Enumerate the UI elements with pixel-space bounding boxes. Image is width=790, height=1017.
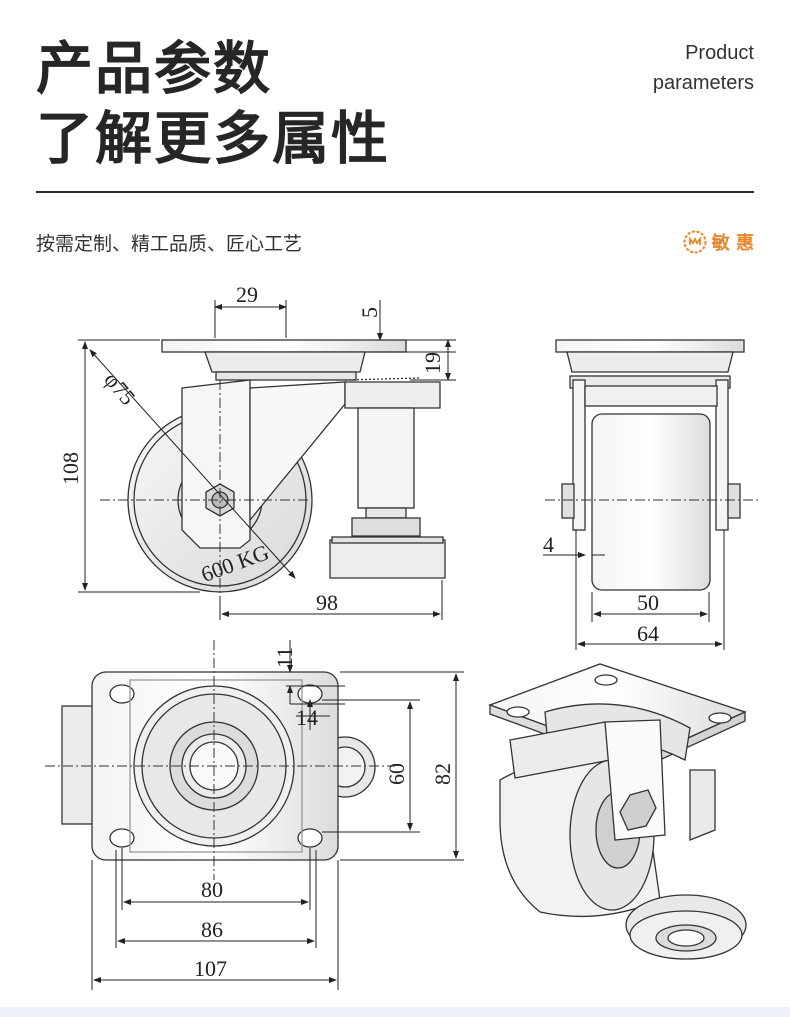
title-block: 产品参数 了解更多属性: [36, 34, 390, 174]
front-view: [555, 339, 745, 591]
dim-80: 80: [201, 877, 223, 902]
dim-86: 86: [201, 917, 223, 942]
dim-29: 29: [236, 282, 258, 307]
dim-108: 108: [58, 452, 83, 485]
brand-name: 敏 惠: [711, 233, 754, 254]
dim-50: 50: [637, 590, 659, 615]
dim-82: 82: [430, 763, 455, 785]
dim-60: 60: [384, 763, 409, 785]
bottom-band: [0, 1007, 790, 1017]
front-view-dimensions: [543, 530, 725, 650]
english-subtitle: Product parameters: [653, 38, 754, 98]
dim-5: 5: [357, 307, 382, 318]
top-view-dimensions: [91, 640, 464, 990]
isometric-view: [488, 663, 747, 960]
dim-107: 107: [194, 956, 227, 981]
brand-logo-icon: [683, 230, 707, 254]
english-subtitle-line2: parameters: [652, 72, 754, 94]
side-view: [127, 339, 446, 593]
dim-phi75: φ75: [99, 367, 140, 410]
brand: 敏 惠: [683, 229, 754, 255]
dim-98: 98: [316, 590, 338, 615]
english-subtitle-line1: Product: [685, 42, 754, 64]
dim-19: 19: [420, 352, 445, 374]
technical-drawing: 600 KG 29 5 19 φ75 108 98: [45, 282, 760, 990]
dim-64: 64: [637, 621, 659, 646]
page-title-line2: 了解更多属性: [36, 106, 390, 172]
side-view-dimensions: [78, 300, 456, 620]
divider: [36, 191, 754, 193]
tagline: 按需定制、精工品质、匠心工艺: [36, 233, 303, 255]
dim-11: 11: [272, 647, 297, 668]
top-view-centerlines: [45, 640, 395, 880]
dim-4: 4: [543, 532, 554, 557]
dim-14: 14: [296, 705, 318, 730]
page-title-line1: 产品参数: [36, 36, 272, 102]
